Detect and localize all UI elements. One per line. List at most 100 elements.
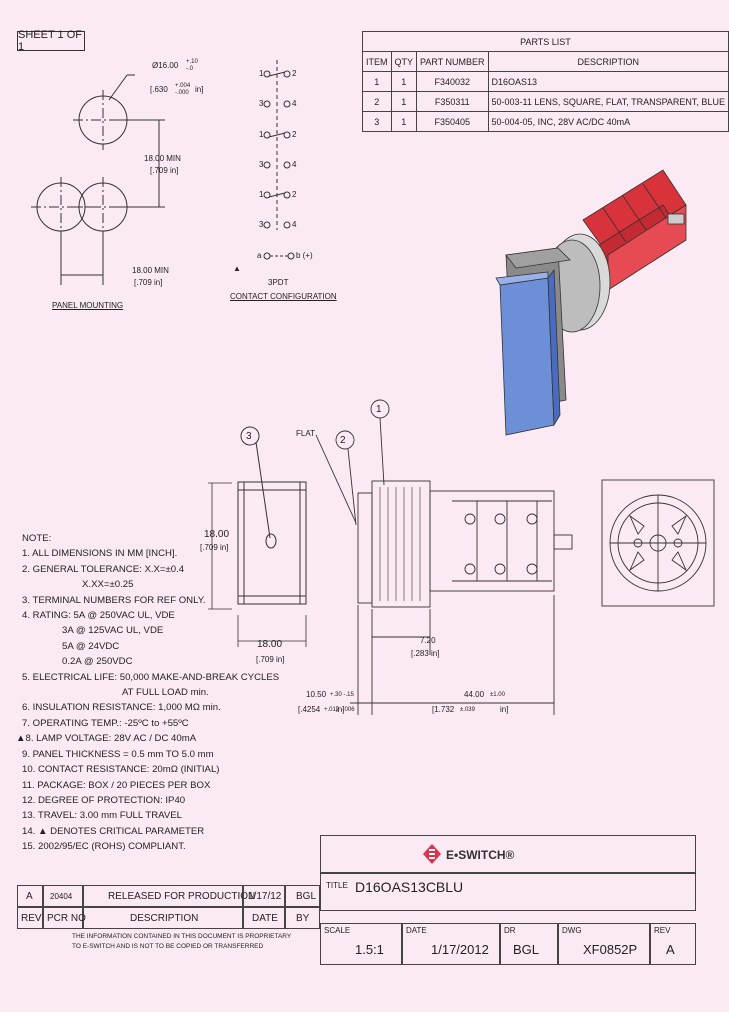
- panel-vert-in: [.709 in]: [150, 166, 179, 175]
- table-row: 3 1 F350405 50-004-05, INC, 28V AC/DC 40…: [362, 111, 729, 132]
- rev-label: REV: [654, 926, 671, 935]
- front-view: [237, 426, 307, 605]
- rear-view: [601, 479, 715, 607]
- date-value: 1/17/2012: [431, 942, 489, 957]
- contact-4b: 4: [292, 160, 297, 169]
- note-line: 2. GENERAL TOLERANCE: X.X=±0.4: [22, 563, 185, 575]
- contact-3c: 3: [259, 220, 264, 229]
- rev-letter: A: [666, 942, 675, 957]
- lamp-terminal-a: a: [257, 251, 262, 260]
- contact-4: 4: [292, 99, 297, 108]
- by-header: BY: [296, 913, 310, 924]
- note-line: 11. PACKAGE: BOX / 20 PIECES PER BOX: [22, 779, 211, 791]
- dim-720-mm: 7.20: [420, 636, 436, 645]
- logo-text: E•SWITCH®: [446, 848, 515, 862]
- dim-44-tol: ±1.00: [490, 692, 505, 698]
- panel-vert-mm: 18.00 MIN: [144, 154, 181, 163]
- front-height-mm: 18.00: [204, 529, 230, 540]
- col-header-desc: DESCRIPTION: [487, 51, 729, 72]
- dr-cell: DR BGL: [500, 923, 558, 965]
- note-line: 7. OPERATING TEMP.: -25ºC to +55ºC: [22, 717, 189, 729]
- disclaimer-line-1: THE INFORMATION CONTAINED IN THIS DOCUME…: [72, 933, 292, 940]
- note-line: 5. ELECTRICAL LIFE: 50,000 MAKE-AND-BREA…: [22, 671, 280, 683]
- rev-desc-value: RELEASED FOR PRODUCTION: [108, 891, 256, 902]
- table-row: 2 1 F350311 50-003-11 LENS, SQUARE, FLAT…: [362, 91, 729, 112]
- contact-2b: 2: [292, 130, 297, 139]
- panel-mounting-drawing: [31, 74, 165, 285]
- dwg-value: XF0852P: [583, 942, 638, 957]
- cell-qty: 1: [390, 111, 418, 132]
- scale-value: 1.5:1: [355, 942, 384, 957]
- dim-44-in: [1.732: [432, 705, 455, 714]
- note-line: 3. TERMINAL NUMBERS FOR REF ONLY.: [22, 594, 206, 606]
- dr-label: DR: [504, 926, 516, 935]
- title-box: [320, 873, 696, 911]
- cell-qty: 1: [390, 91, 418, 112]
- cell-desc: 50-003-11 LENS, SQUARE, FLAT, TRANSPAREN…: [487, 91, 729, 112]
- side-view: [315, 399, 573, 715]
- panel-dia-in-tol-bot: -.000: [175, 90, 189, 96]
- rev-header: REV: [21, 913, 42, 924]
- product-3d-render: [495, 169, 687, 436]
- dim-44-in-close: in]: [500, 705, 509, 714]
- cell-item: 1: [362, 71, 392, 92]
- dim-44-mm: 44.00: [464, 690, 485, 699]
- cell-part: F350311: [416, 91, 489, 112]
- date-cell: DATE 1/17/2012: [402, 923, 500, 965]
- note-line: 12. DEGREE OF PROTECTION: IP40: [22, 794, 186, 806]
- rev-cell: REV A: [650, 923, 696, 965]
- title-label: TITLE: [326, 881, 348, 890]
- panel-mounting-label: PANEL MOUNTING: [52, 301, 124, 310]
- eswitch-logo-icon: [423, 844, 441, 864]
- panel-dia-in-close: in]: [195, 85, 204, 94]
- desc-header: DESCRIPTION: [130, 913, 199, 924]
- dim-44-in-tol: ±.039: [460, 707, 475, 713]
- contact-schematic: [263, 60, 295, 260]
- cell-item: 2: [362, 91, 392, 112]
- dim-1050-mm: 10.50: [306, 690, 327, 699]
- contact-type: 3PDT: [268, 278, 289, 287]
- col-header-item: ITEM: [362, 51, 392, 72]
- rev-by-value: BGL: [296, 891, 317, 902]
- date-label: DATE: [406, 926, 427, 935]
- dr-value: BGL: [513, 942, 540, 957]
- dim-1050-in: [.4254: [298, 705, 321, 714]
- parts-list-title: PARTS LIST: [362, 31, 729, 52]
- front-height-in: [.709 in]: [200, 543, 229, 552]
- contact-3: 3: [259, 99, 264, 108]
- note-line: X.XX=±0.25: [82, 579, 134, 591]
- flat-label: FLAT: [296, 429, 315, 438]
- dim-1050-tol: +.30 -.15: [330, 692, 354, 698]
- balloon-2: 2: [340, 435, 346, 446]
- contact-3b: 3: [259, 160, 264, 169]
- dim-720-in: [.283 in]: [411, 649, 440, 658]
- disclaimer-line-2: TO E-SWITCH AND IS NOT TO BE COPIED OR T…: [72, 943, 264, 950]
- rev-value: A: [26, 891, 33, 902]
- front-width-in: [.709 in]: [256, 655, 285, 664]
- cell-desc: 50-004-05, INC, 28V AC/DC 40mA: [487, 111, 729, 132]
- scale-cell: SCALE 1.5:1: [320, 923, 402, 965]
- note-line: 13. TRAVEL: 3.00 mm FULL TRAVEL: [22, 810, 182, 822]
- note-line: 5A @ 24VDC: [62, 640, 120, 652]
- parts-list-table: PARTS LIST ITEM QTY PART NUMBER DESCRIPT…: [362, 31, 729, 132]
- table-row: 1 1 F340032 D16OAS13: [362, 71, 729, 92]
- logo-box: [320, 835, 696, 873]
- cell-part: F340032: [416, 71, 489, 92]
- drawing-title: D16OAS13CBLU: [355, 879, 464, 895]
- pcr-header: PCR NO: [47, 913, 86, 924]
- note-line: 6. INSULATION RESISTANCE: 1,000 MΩ min.: [22, 702, 221, 714]
- note-line: AT FULL LOAD min.: [122, 687, 209, 699]
- note-line: 1. ALL DIMENSIONS IN MM [INCH].: [22, 548, 178, 560]
- note-line: 15. 2002/95/EC (ROHS) COMPLIANT.: [22, 841, 186, 853]
- notes-block: NOTE: 1. ALL DIMENSIONS IN MM [INCH]. 2.…: [16, 531, 280, 855]
- note-line: ▲8. LAMP VOLTAGE: 28V AC / DC 40mA: [16, 733, 197, 745]
- front-dims: [208, 482, 307, 647]
- contact-config-label: CONTACT CONFIGURATION: [230, 292, 337, 301]
- contact-1: 1: [259, 69, 264, 78]
- sheet-label: SHEET 1 OF 1: [17, 29, 85, 53]
- note-line: 0.2A @ 250VDC: [62, 656, 133, 668]
- cell-item: 3: [362, 111, 392, 132]
- note-line: 10. CONTACT RESISTANCE: 20mΩ (INITIAL): [22, 764, 220, 776]
- dwg-label: DWG: [562, 926, 582, 935]
- contact-2c: 2: [292, 190, 297, 199]
